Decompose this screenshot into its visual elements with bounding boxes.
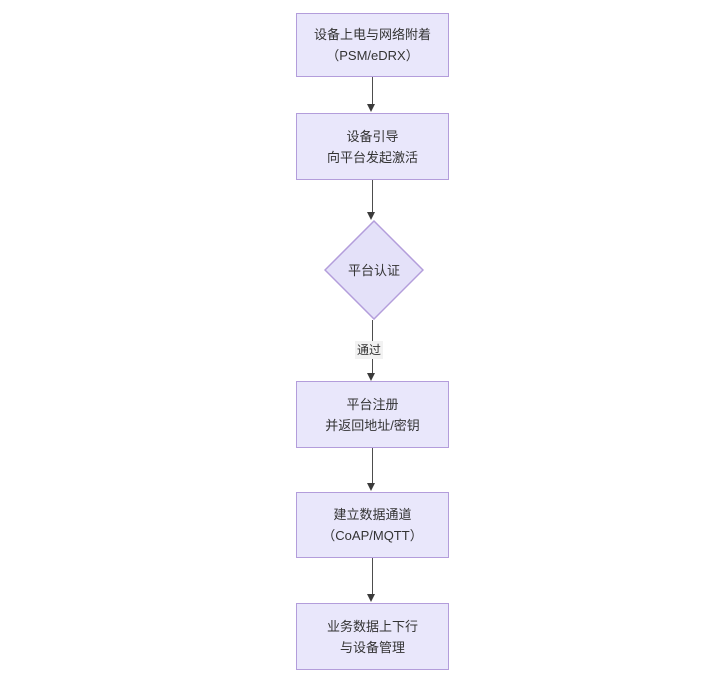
flow-node-platform-register-line1: 平台注册 [346, 396, 399, 412]
flow-edge-power-on-to-bootstrap [372, 77, 373, 105]
flow-node-data-channel-line2: （CoAP/MQTT） [322, 528, 423, 543]
flow-node-bootstrap[interactable]: 设备引导 向平台发起激活 [296, 113, 449, 180]
flow-node-power-on[interactable]: 设备上电与网络附着 （PSM/eDRX） [296, 13, 449, 77]
flow-node-platform-register-line2: 并返回地址/密钥 [325, 417, 420, 433]
flow-arrowhead-power-on-to-bootstrap [367, 104, 375, 112]
flow-node-bootstrap-line1: 设备引导 [346, 128, 399, 144]
flow-node-platform-register[interactable]: 平台注册 并返回地址/密钥 [296, 381, 449, 448]
flow-edge-bootstrap-to-auth [372, 180, 373, 213]
flow-node-power-on-line1: 设备上电与网络附着 [313, 27, 431, 42]
flow-node-data-channel-line1: 建立数据通道 [333, 507, 412, 522]
diamond-shape-icon [324, 220, 424, 320]
flow-edge-channel-to-business [372, 558, 373, 595]
flow-arrowhead-auth-to-register [367, 373, 375, 381]
flow-node-platform-auth[interactable]: 平台认证 [324, 220, 424, 320]
flow-arrowhead-register-to-channel [367, 483, 375, 491]
flow-node-business-data-line2: 与设备管理 [339, 639, 405, 655]
flow-edge-label-pass: 通过 [355, 341, 384, 359]
flow-node-platform-auth-label: 平台认证 [347, 262, 400, 278]
flow-node-power-on-line2: （PSM/eDRX） [326, 48, 419, 63]
flow-node-business-data[interactable]: 业务数据上下行 与设备管理 [296, 603, 449, 670]
flow-edge-register-to-channel [372, 448, 373, 484]
flow-arrowhead-channel-to-business [367, 594, 375, 602]
flow-node-business-data-line1: 业务数据上下行 [326, 618, 418, 634]
flow-node-bootstrap-line2: 向平台发起激活 [326, 149, 418, 165]
flow-node-data-channel[interactable]: 建立数据通道 （CoAP/MQTT） [296, 492, 449, 558]
flow-arrowhead-bootstrap-to-auth [367, 212, 375, 220]
